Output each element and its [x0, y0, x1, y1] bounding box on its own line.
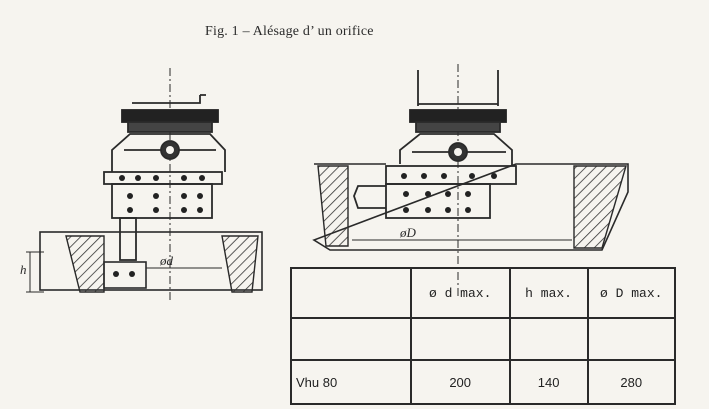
table-cell — [409, 317, 511, 361]
table-header-cell: ø d max. — [409, 267, 511, 319]
left-drawing — [26, 68, 263, 300]
table-header-cell: h max. — [508, 267, 589, 319]
table-cell — [508, 317, 589, 361]
right-drawing — [312, 64, 629, 296]
table-row: Vhu 80 200 140 280 — [290, 359, 677, 405]
table-header-cell: ø D max. — [586, 267, 677, 319]
table-cell — [586, 317, 677, 361]
table-cell-model: Vhu 80 — [290, 359, 412, 405]
specs-table: ø d max. h max. ø D max. Vhu 80 200 140 … — [290, 267, 677, 405]
table-cell: 140 — [508, 359, 589, 405]
table-cell: 280 — [586, 359, 677, 405]
table-cell: 200 — [409, 359, 511, 405]
table-header-cell — [290, 267, 412, 319]
table-header-row: ø d max. h max. ø D max. — [290, 267, 677, 319]
dimension-label-d: ød — [160, 253, 173, 268]
dimension-label-D: øD — [400, 225, 416, 240]
table-spacer-row — [290, 317, 677, 361]
figure-caption: Fig. 1 – Alésage d’ un orifice — [205, 24, 374, 39]
table-cell — [290, 317, 412, 361]
dimension-label-h: h — [20, 262, 27, 277]
